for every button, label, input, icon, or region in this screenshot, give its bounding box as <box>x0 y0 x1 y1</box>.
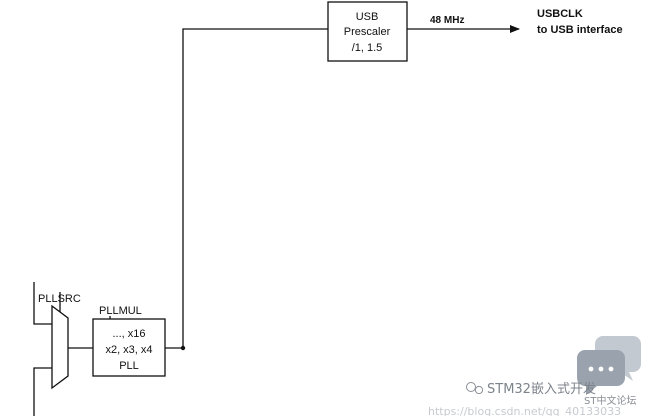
usb-prescaler-line2: Prescaler <box>344 26 391 38</box>
wechat-icon <box>466 382 484 395</box>
usb-prescaler-box <box>327 1 408 62</box>
usb-interface-label: to USB interface <box>537 24 623 36</box>
pll-box-line3: PLL <box>119 360 139 372</box>
usb-prescaler-line3: /1, 1.5 <box>352 42 383 54</box>
pll-to-prescaler-line <box>165 28 328 349</box>
pllmul-label: PLLMUL <box>99 305 142 317</box>
pll-box-line2: x2, x3, x4 <box>105 344 152 356</box>
watermark-brand: STM32嵌入式开发 <box>487 381 596 397</box>
junction-dot <box>180 345 186 351</box>
watermark-url: https://blog.csdn.net/qq_40133033 <box>428 405 621 416</box>
pllsrc-multiplexer <box>51 304 69 390</box>
mux-input-bottom-line <box>33 367 52 416</box>
frequency-label: 48 MHz <box>430 15 464 26</box>
chat-bubble-icon <box>577 336 641 395</box>
pll-box <box>92 318 166 377</box>
mux-input-top-line <box>33 282 52 325</box>
usbclk-label: USBCLK <box>537 8 583 20</box>
usb-prescaler-line1: USB <box>356 11 379 23</box>
pll-box-line1: ..., x16 <box>112 328 145 340</box>
watermark-forum: ST中文论坛 <box>584 394 636 407</box>
